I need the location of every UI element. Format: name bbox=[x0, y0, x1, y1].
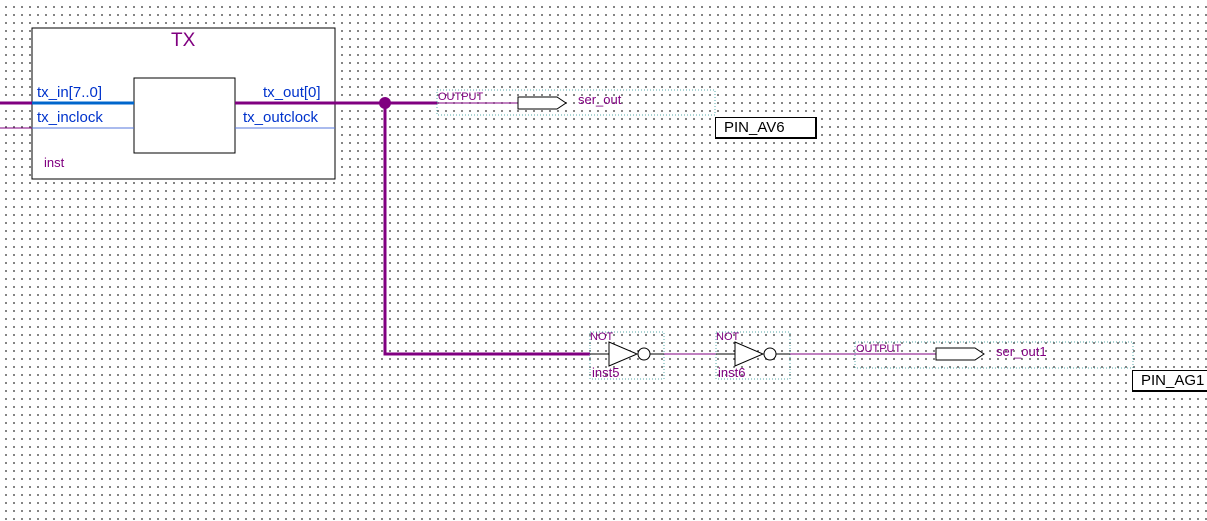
block-instance-label: inst bbox=[44, 155, 65, 170]
output-signal-label-1: ser_out bbox=[578, 92, 622, 107]
port-label-tx-outclock: tx_outclock bbox=[243, 109, 319, 126]
output-type-label-1: OUTPUT bbox=[438, 91, 484, 103]
output-pin-arrow-1[interactable] bbox=[517, 96, 567, 110]
output-pin-frame-2[interactable] bbox=[854, 341, 1134, 369]
pin-assignment-2[interactable]: PIN_AG1 bbox=[1132, 370, 1207, 392]
gate-instance-label-1: inst5 bbox=[592, 365, 620, 380]
not-gate-frame-2[interactable] bbox=[715, 331, 791, 380]
not-gate-bubble-2 bbox=[763, 347, 777, 361]
net-to-not-gate[interactable] bbox=[383, 103, 590, 356]
gate-instance-label-2: inst6 bbox=[718, 365, 746, 380]
port-label-tx-out: tx_out[0] bbox=[263, 84, 321, 101]
port-label-tx-in: tx_in[7..0] bbox=[37, 84, 103, 101]
output-type-label-2: OUTPUT bbox=[856, 343, 902, 355]
tx-block-core bbox=[133, 77, 236, 154]
output-signal-label-2: ser_out1 bbox=[996, 344, 1047, 359]
port-label-tx-inclock: tx_inclock bbox=[37, 109, 103, 126]
gate-type-label-2: NOT bbox=[716, 331, 740, 343]
not-gate-triangle-2[interactable] bbox=[734, 341, 765, 367]
not-gate-bubble-1 bbox=[637, 347, 651, 361]
block-title: TX bbox=[171, 30, 196, 51]
output-pin-arrow-2[interactable] bbox=[935, 347, 985, 361]
gate-type-label-1: NOT bbox=[590, 331, 614, 343]
output-pin-frame-1[interactable] bbox=[436, 89, 716, 116]
not-gate-frame-1[interactable] bbox=[589, 331, 665, 380]
pin-assignment-1[interactable]: PIN_AV6 bbox=[715, 117, 817, 139]
not-gate-triangle-1[interactable] bbox=[608, 341, 639, 367]
